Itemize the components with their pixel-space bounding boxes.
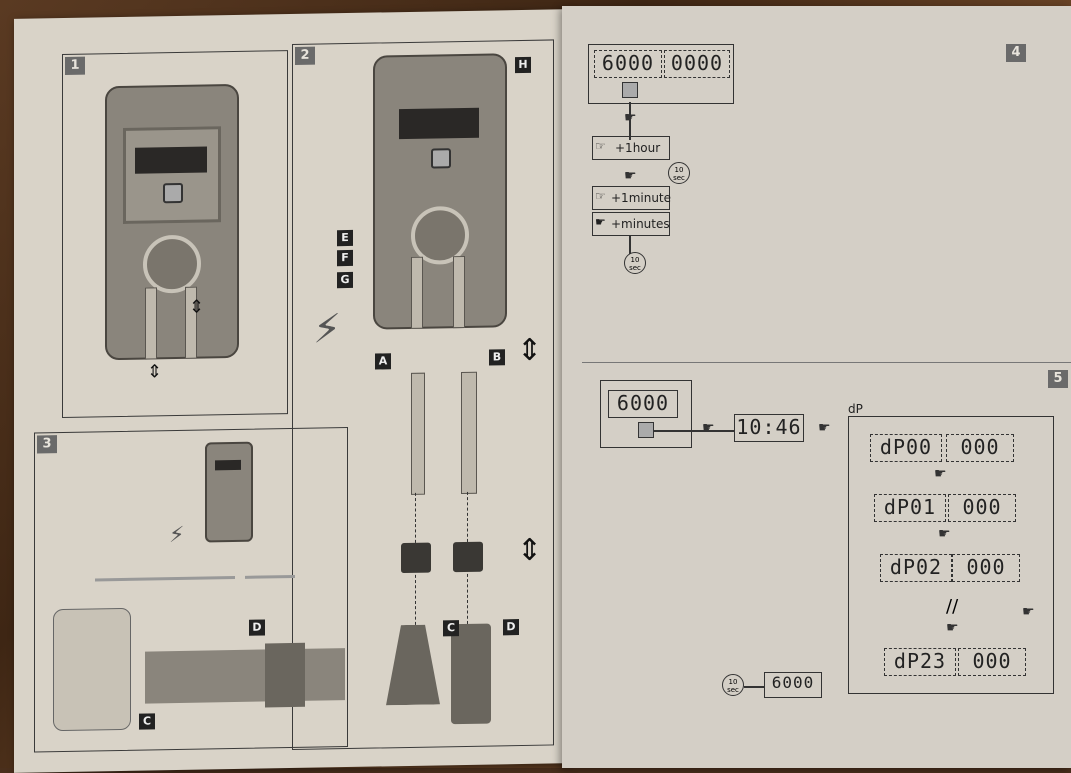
connector-gap	[415, 574, 416, 625]
foot-valve	[383, 624, 443, 705]
divider	[582, 362, 1071, 363]
pointing-hand-icon: ☛	[624, 110, 637, 126]
label-e: E	[337, 229, 353, 247]
pump-illustration	[373, 53, 507, 330]
lcd-screen	[215, 459, 241, 471]
display-frame	[588, 44, 734, 104]
lcd-screen	[399, 107, 479, 140]
dp-label: dP	[848, 402, 863, 416]
label-a: A	[375, 353, 391, 370]
step-hour: ☞ +1hour	[592, 136, 670, 160]
panel-number: 3	[37, 435, 57, 454]
step-minute-label: +1minute	[611, 191, 672, 205]
flow-line	[654, 430, 734, 432]
pump-small	[205, 441, 253, 543]
dp-value: 000	[952, 554, 1020, 582]
flow-line	[744, 686, 764, 688]
dp-code: dP01	[874, 494, 946, 522]
label-d: D	[249, 619, 265, 636]
timer-icon: 10 sec	[668, 162, 690, 184]
panel-number: 5	[1048, 370, 1068, 388]
double-arrow-icon: ⇕	[189, 296, 205, 318]
pointing-hand-icon: ☛	[818, 420, 831, 436]
dp-code: dP02	[880, 554, 952, 582]
label-f: F	[337, 249, 353, 267]
tube-left	[411, 256, 423, 329]
double-arrow-icon: ⇕	[517, 532, 543, 569]
right-page: 4 5 6000 0000 ☛ ☞ +1hour 10 sec ☛ ☞ +1mi…	[562, 6, 1071, 768]
hose-line	[95, 575, 235, 582]
dp-menu-frame	[848, 416, 1054, 694]
pointing-hand-icon: ☛	[624, 168, 637, 184]
dp-code: dP23	[884, 648, 956, 676]
pump-button	[431, 148, 451, 169]
step-hour-label: +1hour	[615, 141, 661, 155]
pointing-hand-icon: ☞	[595, 189, 606, 203]
pointing-hand-icon: ☛	[595, 215, 606, 229]
display-right: 0000	[664, 50, 730, 78]
step-minute: ☞ +1minute	[592, 186, 672, 210]
timer-icon: 10 sec	[722, 674, 744, 696]
panel-3: 3 ⚡ D C	[34, 427, 348, 753]
panel-number: 4	[1006, 44, 1026, 62]
connector-b	[453, 541, 483, 573]
pointing-hand-icon: ☛	[702, 420, 715, 436]
left-page: 1 ⇕ ⇕ 2 H E F G A B ⚡ ⇕	[14, 9, 570, 773]
label-g: G	[337, 271, 353, 289]
injection-valve	[451, 623, 491, 725]
label-c: C	[139, 713, 155, 730]
label-d: D	[503, 619, 519, 636]
step-minutes: ☛ +minutes	[592, 212, 670, 236]
display-value: 6000	[608, 390, 678, 418]
connector-gap	[467, 573, 468, 624]
flow-line	[629, 102, 631, 140]
chemical-container	[53, 607, 131, 732]
label-b: B	[489, 349, 505, 366]
skip-mark: //	[946, 596, 959, 617]
set-button[interactable]	[622, 82, 638, 98]
final-display: 6000	[764, 672, 822, 698]
pointing-hand-icon: ☛	[934, 466, 947, 482]
hose-a	[411, 372, 425, 495]
time-display: 10:46	[734, 414, 804, 442]
hose-gap	[415, 492, 416, 543]
panel-1: 1 ⇕ ⇕	[62, 50, 288, 419]
pipe	[145, 648, 345, 704]
display-frame	[600, 380, 692, 448]
double-arrow-icon: ⇕	[517, 332, 543, 369]
dp-value: 000	[946, 434, 1014, 462]
lightning-icon: ⚡	[169, 522, 185, 549]
pump-rotor	[143, 234, 201, 294]
double-arrow-icon: ⇕	[147, 361, 163, 383]
hose-b	[461, 371, 477, 495]
dp-code: dP00	[870, 434, 942, 462]
tube-right	[453, 255, 465, 329]
label-c: C	[443, 620, 459, 637]
panel-number: 2	[295, 46, 315, 65]
lightning-icon: ⚡	[313, 306, 342, 353]
pump-button	[163, 182, 183, 204]
step-minutes-label: +minutes	[611, 217, 670, 231]
flow-line	[629, 236, 631, 254]
pointing-hand-icon: ☛	[1022, 604, 1035, 620]
display-left: 6000	[594, 50, 662, 78]
connector-a	[401, 542, 431, 574]
pointing-hand-icon: ☛	[938, 526, 951, 542]
pointing-hand-icon: ☛	[946, 620, 959, 636]
hose-line	[245, 574, 295, 579]
dp-value: 000	[958, 648, 1026, 676]
label-h: H	[515, 56, 531, 74]
hose-gap	[467, 491, 468, 542]
pipe-fitting	[265, 642, 305, 708]
pump-illustration	[105, 83, 239, 361]
timer-icon: 10 sec	[624, 252, 646, 274]
set-button[interactable]	[638, 422, 654, 438]
pointing-hand-icon: ☞	[595, 139, 606, 153]
dp-value: 000	[948, 494, 1016, 522]
tube-left	[145, 287, 157, 360]
panel-number: 1	[65, 56, 85, 75]
pump-display	[123, 126, 221, 224]
lcd-screen	[135, 146, 207, 174]
